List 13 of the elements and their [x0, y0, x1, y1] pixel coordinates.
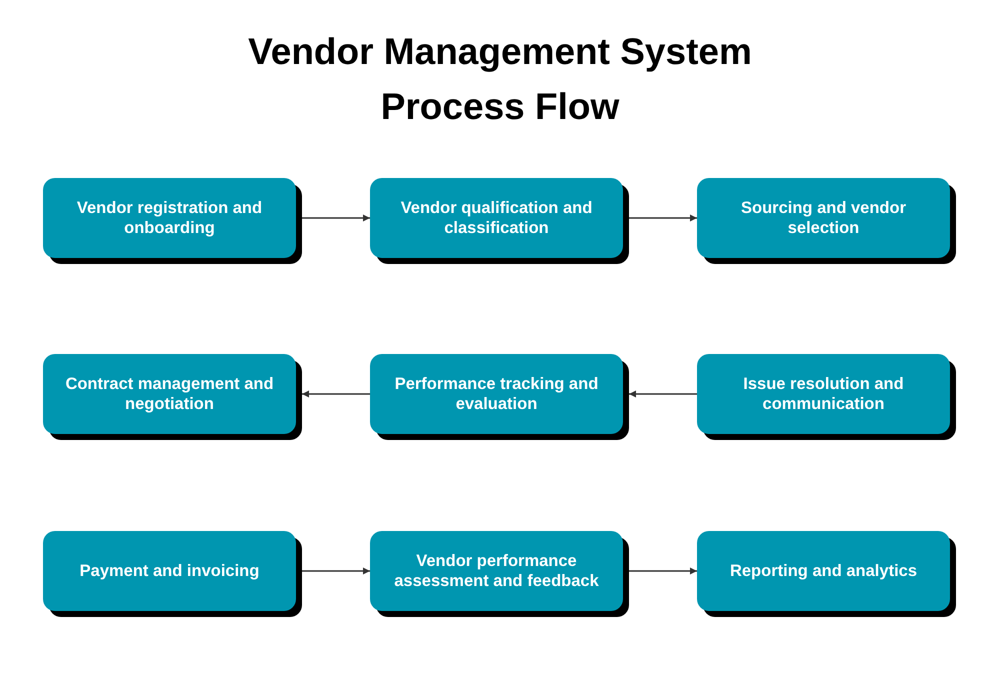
process-box: Reporting and analytics — [697, 531, 950, 611]
diagram-title: Vendor Management System Process Flow — [247, 30, 753, 129]
process-box: Issue resolution and communication — [697, 354, 950, 434]
process-box: Sourcing and vendor selection — [697, 178, 950, 258]
process-box: Vendor performance assessment and feedback — [370, 531, 623, 611]
arrow — [629, 568, 697, 574]
process-box: Vendor qualification and classification — [370, 178, 623, 258]
arrow — [629, 390, 697, 398]
process-box: Contract management and negotiation — [43, 354, 296, 434]
process-box: Performance tracking and evaluation — [370, 354, 623, 434]
process-box: Payment and invoicing — [43, 531, 296, 611]
arrow — [629, 214, 697, 222]
process-box: Vendor registration and onboarding — [43, 178, 296, 258]
